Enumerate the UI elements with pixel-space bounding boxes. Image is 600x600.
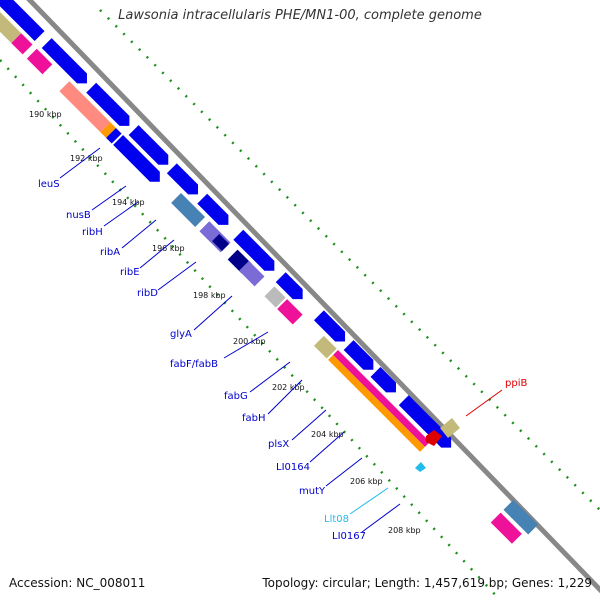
gene-label-ribE: ribE — [120, 267, 140, 278]
gene-leader-line — [349, 487, 389, 515]
gene-label-nusB: nusB — [66, 210, 91, 221]
feature-pink — [11, 33, 33, 55]
cds-arrow — [313, 310, 346, 342]
feature-navy — [212, 234, 230, 252]
tick-label: 196 kbp — [152, 244, 185, 253]
gene-label-mutY: mutY — [299, 486, 326, 497]
cds-arrow — [128, 125, 169, 165]
feature-steel — [503, 499, 539, 535]
map-title: Lawsonia intracellularis PHE/MN1-00, com… — [118, 8, 482, 23]
gene-leader-line — [325, 457, 363, 487]
gene-leader-line — [249, 361, 291, 393]
cds-arrow — [197, 193, 229, 225]
feature-orange — [328, 354, 425, 452]
gene-label-fabF: fabF/fabB — [170, 359, 218, 370]
gene-leader-line — [59, 147, 101, 179]
gene-label-fabG: fabG — [224, 391, 248, 402]
feature-purple — [239, 260, 265, 287]
gene-label-fabH: fabH — [242, 413, 266, 424]
gene-label-glyA: glyA — [170, 329, 192, 340]
tick-label: 194 kbp — [112, 198, 145, 207]
feature-pink — [26, 48, 53, 75]
gc-content-track — [0, 9, 600, 600]
accession-label: Accession: NC_008011 — [9, 576, 146, 590]
cds-arrow — [233, 229, 275, 271]
topology-label: Topology: circular; Length: 1,457,619 bp… — [262, 576, 592, 590]
gene-label-ribD: ribD — [137, 288, 158, 299]
tick-label: 200 kbp — [233, 337, 266, 346]
gene-leader-line — [121, 219, 157, 249]
gene-labels: leuS nusB ribH ribA ribE ribD glyA fabF/… — [38, 179, 527, 542]
gene-label-leuS: leuS — [38, 179, 60, 190]
gene-leader-line — [291, 409, 327, 441]
gene-label-ribH: ribH — [82, 227, 103, 238]
cds-arrow — [275, 272, 303, 300]
gene-leader-line — [91, 185, 127, 211]
gene-label-Llt08: Llt08 — [324, 514, 349, 525]
gene-leader-line — [139, 239, 175, 269]
tick-label: 206 kbp — [350, 477, 383, 486]
feature-orange — [100, 122, 116, 138]
cds-block — [106, 127, 122, 144]
gene-label-LI0164: LI0164 — [276, 462, 310, 473]
gene-leader-line — [309, 431, 345, 463]
cds-arrow — [113, 135, 160, 182]
feature-purple — [199, 221, 231, 253]
feature-olive — [0, 4, 22, 44]
tick-label: 202 kbp — [272, 383, 305, 392]
gene-leader-line — [103, 201, 139, 227]
gc-track-outer — [99, 9, 600, 511]
feature-pink — [277, 299, 303, 325]
cds-arrow — [166, 163, 198, 195]
feature-ppib-marker — [426, 430, 442, 446]
gc-track-inner — [0, 59, 501, 600]
gene-label-LI0167: LI0167 — [332, 531, 366, 542]
gene-leader-line — [267, 379, 303, 415]
feature-olive — [440, 418, 460, 438]
feature-pink — [490, 512, 522, 544]
gene-leaders — [59, 147, 401, 533]
gene-leader-line — [193, 295, 233, 331]
gene-leader-line — [465, 389, 503, 417]
tick-label: 204 kbp — [311, 430, 344, 439]
tick-label: 198 kbp — [193, 291, 226, 300]
feature-grey — [264, 286, 286, 308]
gene-label-ribA: ribA — [100, 247, 120, 258]
gene-label-ppiB: ppiB — [505, 378, 527, 389]
tick-labels: 190 kbp 192 kbp 194 kbp 196 kbp 198 kbp … — [29, 110, 421, 535]
cds-block — [0, 0, 45, 41]
backbone-line — [26, 0, 600, 594]
feature-olive — [313, 335, 337, 359]
gene-label-plsX: plsX — [268, 439, 289, 450]
tick-label: 190 kbp — [29, 110, 62, 119]
tick-label: 208 kbp — [388, 526, 421, 535]
cds-arrow — [343, 340, 374, 370]
gene-leader-line — [223, 331, 269, 359]
feature-trna-marker — [415, 462, 426, 472]
cds-arrow — [86, 82, 130, 126]
feature-pink — [333, 349, 430, 447]
gene-leader-line — [157, 261, 197, 291]
gene-leader-line — [361, 503, 401, 533]
cds-arrow — [370, 366, 396, 393]
rrna-feature — [59, 81, 111, 133]
feature-steel — [171, 193, 206, 227]
feature-tracks — [0, 0, 539, 544]
cds-arrow — [41, 38, 87, 84]
